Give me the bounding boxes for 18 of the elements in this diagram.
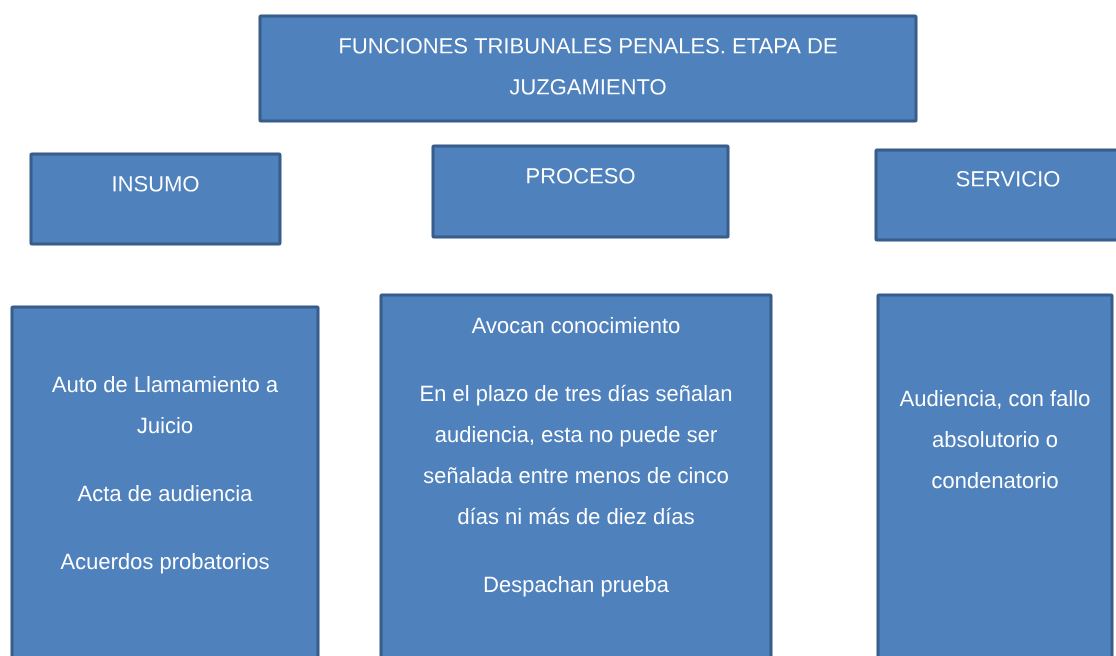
box-text: En el plazo de tres días señalan audiencia, esta no puede ser señalada entre menos de cinco días ni más de diez días	[421, 384, 732, 525]
header-box	[29, 152, 282, 246]
content-box	[10, 305, 320, 656]
box-text: FUNCIONES TRIBUNALES PENALES. ETAPA DE JUZGAMIENTO	[340, 38, 837, 95]
box-text: Despachan prueba	[484, 576, 669, 597]
header-box	[431, 144, 730, 239]
box-text: Acta de audiencia	[77, 485, 253, 502]
content-box	[876, 293, 1114, 656]
box-text: Auto de Llamamiento a Juicio	[51, 376, 279, 434]
box-text: PROCESO	[527, 168, 635, 184]
box-text: Acuerdos probatorios	[60, 553, 269, 574]
box-text: SERVICIO	[956, 171, 1060, 187]
header-box	[874, 148, 1116, 242]
box-text: Audiencia, con fallo absolutorio o condenatorio	[899, 390, 1090, 489]
title-box	[258, 14, 918, 123]
box-text: Avocan conocimiento	[471, 317, 680, 334]
content-box	[379, 293, 773, 656]
box-text: INSUMO	[113, 176, 199, 192]
